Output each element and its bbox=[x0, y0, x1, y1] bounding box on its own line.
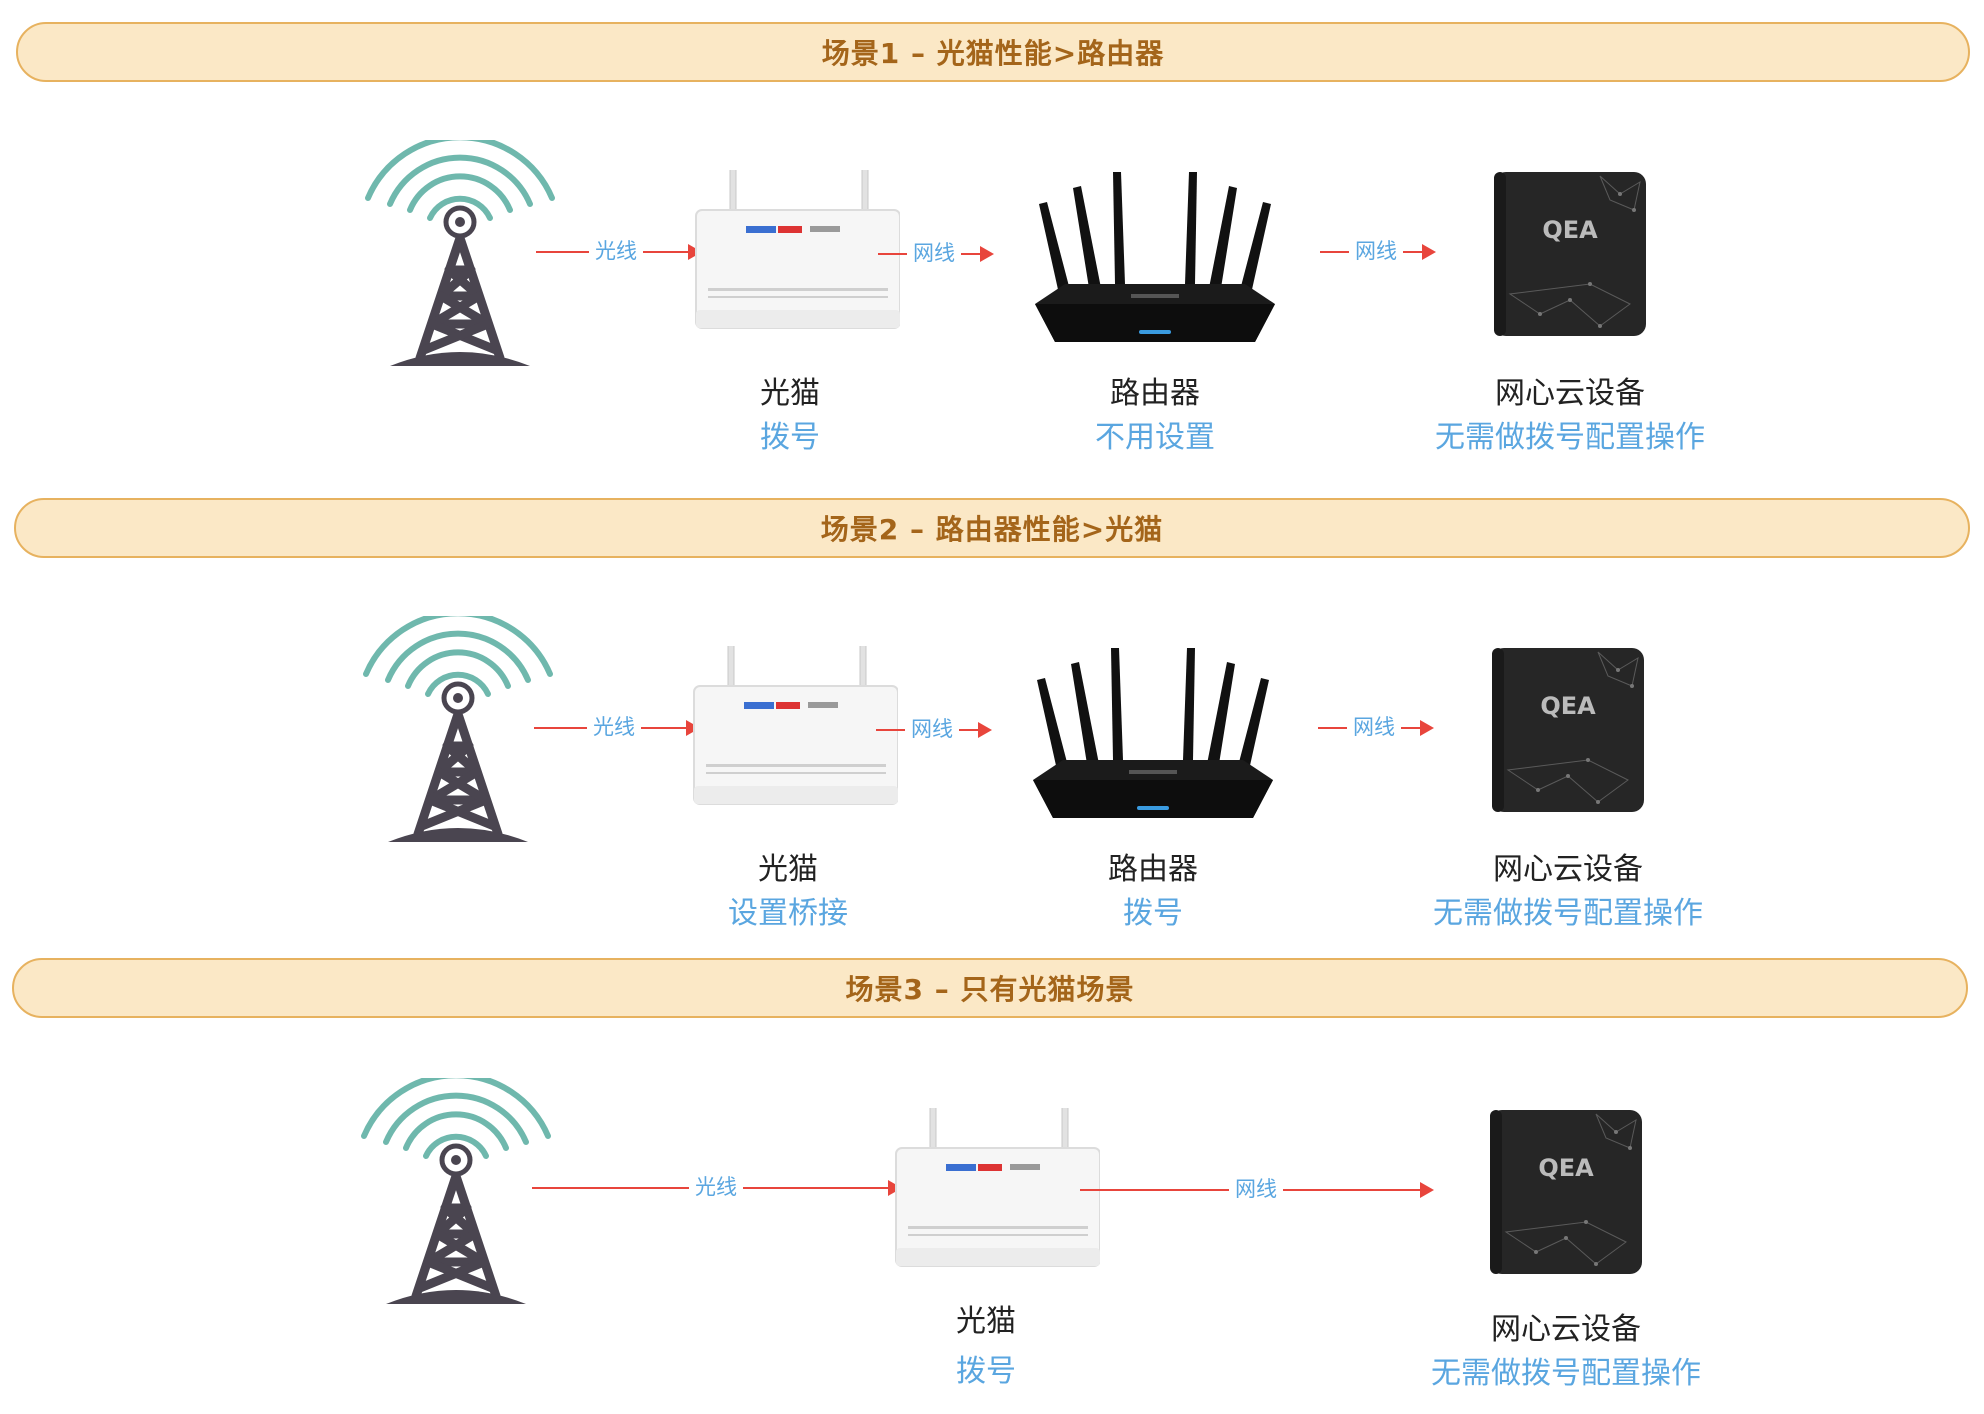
signal-tower-icon bbox=[360, 140, 560, 370]
device-name: 光猫 bbox=[956, 1304, 1016, 1339]
signal-tower-icon bbox=[358, 616, 558, 846]
link-label: 网线 bbox=[1229, 1176, 1283, 1202]
link-ethernet: 网线 bbox=[878, 240, 994, 266]
link-ethernet: 网线 bbox=[1080, 1176, 1434, 1202]
device-role: 拨号 bbox=[760, 420, 820, 455]
device-role: 拨号 bbox=[1123, 896, 1183, 931]
cloud-label: 网心云设备 无需做拨号配置操作 bbox=[1433, 850, 1703, 934]
link-ethernet: 网线 bbox=[876, 716, 992, 742]
link-ethernet: 网线 bbox=[1320, 238, 1436, 264]
scenario-3-banner: 场景3 – 只有光猫场景 bbox=[12, 958, 1968, 1018]
device-role: 设置桥接 bbox=[728, 896, 848, 931]
scenario-3-title: 场景3 – 只有光猫场景 bbox=[845, 973, 1135, 1006]
device-name: 路由器 bbox=[1110, 376, 1200, 411]
link-label: 光线 bbox=[689, 1174, 743, 1200]
optical-modem-icon bbox=[693, 646, 898, 805]
modem-label: 光猫 拨号 bbox=[760, 374, 820, 458]
cloud-box-icon bbox=[1489, 1109, 1643, 1275]
link-label: 网线 bbox=[1347, 714, 1401, 740]
cloud-box-icon bbox=[1491, 647, 1645, 813]
link-ethernet: 网线 bbox=[1318, 714, 1434, 740]
device-role: 不用设置 bbox=[1095, 420, 1215, 455]
link-label: 光线 bbox=[589, 238, 643, 264]
scenario-1-banner: 场景1 – 光猫性能>路由器 bbox=[16, 22, 1970, 82]
link-label: 网线 bbox=[1349, 238, 1403, 264]
modem-label: 光猫 设置桥接 bbox=[728, 850, 848, 934]
scenario-2-banner: 场景2 – 路由器性能>光猫 bbox=[14, 498, 1970, 558]
cloud-box-icon bbox=[1493, 171, 1647, 337]
router-label: 路由器 拨号 bbox=[1108, 850, 1198, 934]
signal-tower-icon bbox=[356, 1078, 556, 1308]
wifi-router-icon bbox=[1033, 648, 1273, 818]
link-fiber: 光线 bbox=[532, 1174, 902, 1200]
link-label: 网线 bbox=[905, 716, 959, 742]
device-name: 网心云设备 bbox=[1491, 1312, 1641, 1347]
link-label: 光线 bbox=[587, 714, 641, 740]
modem-label: 光猫 拨号 bbox=[956, 1302, 1016, 1392]
cloud-label: 网心云设备 无需做拨号配置操作 bbox=[1435, 374, 1705, 458]
optical-modem-icon bbox=[895, 1108, 1100, 1267]
scenario-2-title: 场景2 – 路由器性能>光猫 bbox=[820, 513, 1164, 546]
cloud-label: 网心云设备 无需做拨号配置操作 bbox=[1431, 1310, 1701, 1394]
device-role: 拨号 bbox=[956, 1354, 1016, 1389]
scenario-1-title: 场景1 – 光猫性能>路由器 bbox=[821, 37, 1165, 70]
device-name: 路由器 bbox=[1108, 852, 1198, 887]
link-fiber: 光线 bbox=[534, 714, 700, 740]
device-name: 光猫 bbox=[760, 376, 820, 411]
device-name: 光猫 bbox=[758, 852, 818, 887]
device-role: 无需做拨号配置操作 bbox=[1433, 896, 1703, 931]
wifi-router-icon bbox=[1035, 172, 1275, 342]
device-role: 无需做拨号配置操作 bbox=[1435, 420, 1705, 455]
optical-modem-icon bbox=[695, 170, 900, 329]
link-label: 网线 bbox=[907, 240, 961, 266]
device-name: 网心云设备 bbox=[1493, 852, 1643, 887]
device-name: 网心云设备 bbox=[1495, 376, 1645, 411]
link-fiber: 光线 bbox=[536, 238, 702, 264]
device-role: 无需做拨号配置操作 bbox=[1431, 1356, 1701, 1391]
router-label: 路由器 不用设置 bbox=[1095, 374, 1215, 458]
